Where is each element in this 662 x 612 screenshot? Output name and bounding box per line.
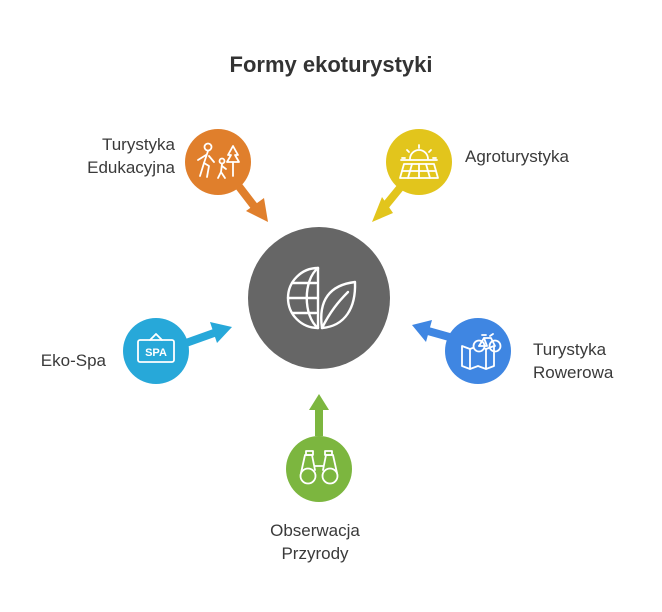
node-agroturystyka — [386, 129, 452, 195]
spa-sign-text: SPA — [145, 347, 167, 359]
label-line: Eko-Spa — [40, 351, 106, 370]
label-line: Rowerowa — [533, 363, 614, 382]
label-line: Edukacyjna — [87, 158, 175, 177]
binoculars-icon — [299, 450, 339, 485]
sunrise-field-icon — [399, 144, 439, 179]
node-edukacyjna — [185, 129, 251, 195]
hiking-family-icon — [197, 142, 240, 179]
label-turystyka-edukacyjna: Turystyka Edukacyjna — [40, 133, 175, 179]
label-turystyka-rowerowa: Turystyka Rowerowa — [533, 338, 613, 384]
globe-leaf-icon — [286, 266, 357, 330]
label-obserwacja-przyrody: Obserwacja Przyrody — [220, 519, 410, 565]
spa-sign-icon — [137, 333, 175, 363]
diagram-title: Formy ekoturystyki — [229, 52, 433, 77]
label-agroturystyka: Agroturystyka — [465, 145, 569, 168]
node-obserwacja — [286, 436, 352, 502]
label-line: Obserwacja — [270, 521, 360, 540]
bicycle-map-icon — [461, 333, 502, 370]
arrow-eko-spa — [184, 322, 232, 347]
label-line: Turystyka — [533, 340, 607, 359]
label-line: Turystyka — [101, 135, 175, 154]
arrow-obserwacja — [309, 394, 329, 436]
node-rowerowa — [445, 318, 511, 384]
node-eko-spa: SPA — [123, 318, 189, 384]
label-line: Przyrody — [281, 544, 349, 563]
label-line: Agroturystyka — [465, 147, 569, 166]
label-eko-spa: Eko-Spa — [20, 349, 106, 372]
center-node — [248, 227, 390, 369]
